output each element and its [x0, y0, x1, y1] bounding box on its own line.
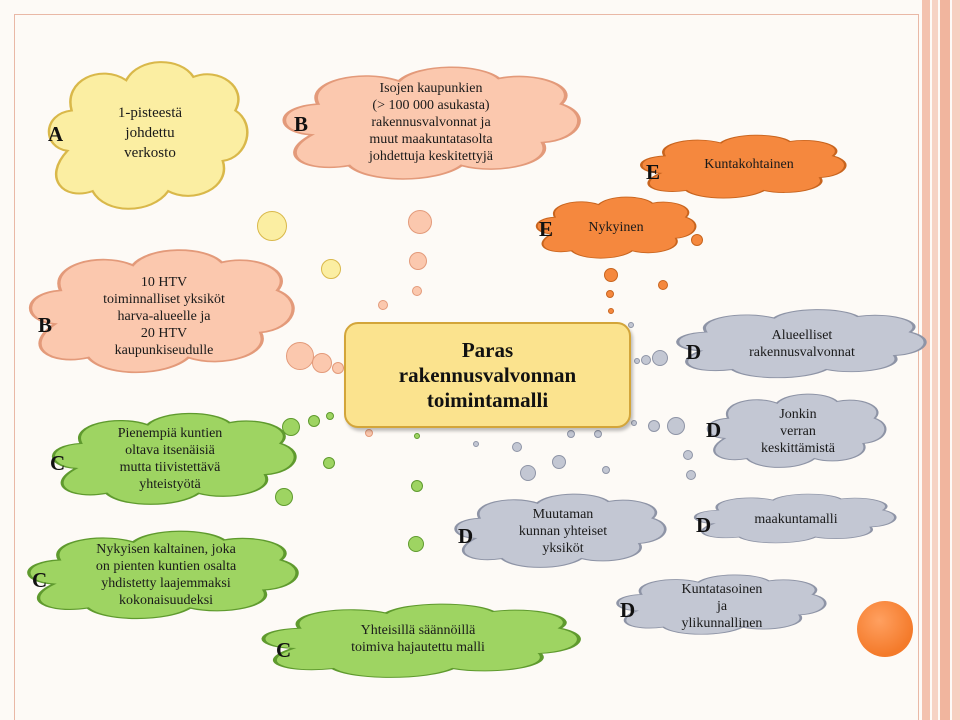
frame-right-line: [918, 14, 919, 720]
cloud-c1-letter: C: [50, 451, 66, 475]
cloud-d3-text: Muutaman kunnan yhteiset yksiköt: [518, 506, 608, 556]
cloud-b1-text: Isojen kaupunkien (> 100 000 asukasta) r…: [368, 80, 494, 164]
cloud-b1-letter: B: [294, 112, 309, 136]
cloud-e2-letter: E: [539, 217, 554, 241]
connector-dot: [648, 420, 660, 432]
connector-dot: [286, 342, 314, 370]
cloud-d5-text: Kuntatasoinen ja ylikunnallinen: [681, 581, 763, 631]
connector-dot: [323, 457, 335, 469]
connector-dot: [667, 417, 685, 435]
connector-dot: [321, 259, 341, 279]
connector-dot: [512, 442, 522, 452]
connector-dot: [631, 420, 637, 426]
cloud-d1-text: Alueelliset rakennusvalvonnat: [749, 328, 855, 360]
right-stripe-1: [922, 0, 930, 720]
connector-dot: [411, 480, 423, 492]
cloud-d2-text: Jonkin verran keskittämistä: [761, 406, 835, 456]
connector-dot: [608, 308, 614, 314]
cloud-d5-letter: D: [620, 598, 636, 622]
connector-dot: [658, 280, 668, 290]
cloud-d4-letter: D: [696, 513, 712, 537]
cloud-c3-letter: C: [276, 638, 292, 662]
cloud-c2-text: Nykyisen kaltainen, joka on pienten kunt…: [95, 542, 237, 608]
connector-dot: [686, 470, 696, 480]
connector-dot: [332, 362, 344, 374]
connector-dot: [282, 418, 300, 436]
connector-dot: [683, 450, 693, 460]
connector-dot: [412, 286, 422, 296]
cloud-e2-text: Nykyinen: [588, 219, 644, 235]
cloud-d3-letter: D: [458, 524, 474, 548]
connector-dot: [634, 358, 640, 364]
cloud-d2-letter: D: [706, 418, 722, 442]
right-stripe-4: [952, 0, 960, 720]
connector-dot: [691, 234, 703, 246]
connector-dot: [409, 252, 427, 270]
connector-dot: [552, 455, 566, 469]
connector-dot: [414, 433, 420, 439]
cloud-b2-text: 10 HTV toiminnalliset yksiköt harva-alue…: [103, 274, 225, 358]
connector-dot: [602, 466, 610, 474]
connector-dot: [473, 441, 479, 447]
frame-left-line: [14, 14, 15, 720]
cloud-c3-text: Yhteisillä säännöillä toimiva hajautettu…: [351, 623, 485, 655]
cloud-d4-text: maakuntamalli: [754, 511, 838, 527]
cloud-c2-letter: C: [32, 568, 48, 592]
connector-dot: [408, 536, 424, 552]
center-title-box: Paras rakennusvalvonnan toimintamalli: [344, 322, 631, 428]
frame-top-line: [14, 14, 918, 15]
connector-dot: [408, 210, 432, 234]
right-stripe-3: [940, 0, 950, 720]
decorative-orange-circle: [857, 601, 913, 657]
connector-dot: [257, 211, 287, 241]
connector-dot: [604, 268, 618, 282]
right-stripe-2: [932, 0, 938, 720]
cloud-a1-letter: A: [48, 122, 64, 146]
connector-dot: [641, 355, 651, 365]
connector-dot: [520, 465, 536, 481]
cloud-e1-letter: E: [646, 160, 661, 184]
connector-dot: [326, 412, 334, 420]
cloud-c1-text: Pienempiä kuntien oltava itsenäisiä mutt…: [117, 426, 223, 492]
cloud-e1-text: Kuntakohtainen: [704, 156, 794, 172]
connector-dot: [365, 429, 373, 437]
connector-dot: [312, 353, 332, 373]
cloud-d1-letter: D: [686, 340, 702, 364]
connector-dot: [652, 350, 668, 366]
connector-dot: [594, 430, 602, 438]
connector-dot: [628, 322, 634, 328]
connector-dot: [275, 488, 293, 506]
cloud-a1-text: 1-pisteestä johdettu verkosto: [117, 105, 183, 161]
connector-dot: [308, 415, 320, 427]
connector-dot: [567, 430, 575, 438]
connector-dot: [378, 300, 388, 310]
cloud-b2-letter: B: [38, 313, 53, 337]
connector-dot: [606, 290, 614, 298]
